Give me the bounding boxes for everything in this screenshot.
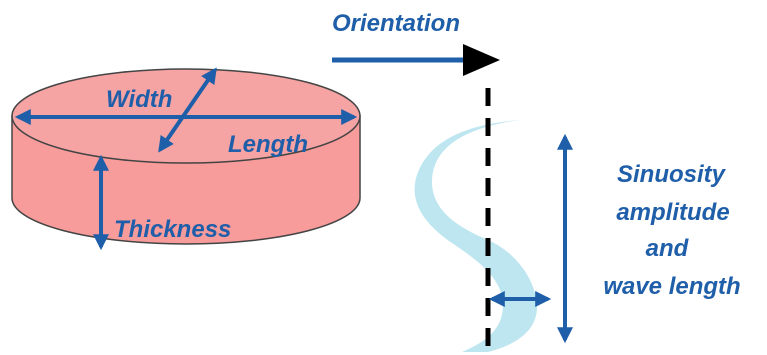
width-arrow [158, 67, 217, 153]
width-label: Width [106, 86, 172, 113]
thickness-label: Thickness [114, 216, 231, 243]
orientation-arrow [332, 44, 500, 76]
sinuous-channel [414, 120, 538, 352]
orientation-label: Orientation [332, 10, 460, 37]
sinuosity-label-line1: Sinuosity [617, 161, 727, 188]
sinuosity-label-line4: wave length [603, 273, 740, 300]
sinuosity-label-line3: and [646, 235, 690, 262]
sinuosity-label-line2: amplitude [616, 199, 729, 226]
length-label: Length [228, 131, 308, 158]
